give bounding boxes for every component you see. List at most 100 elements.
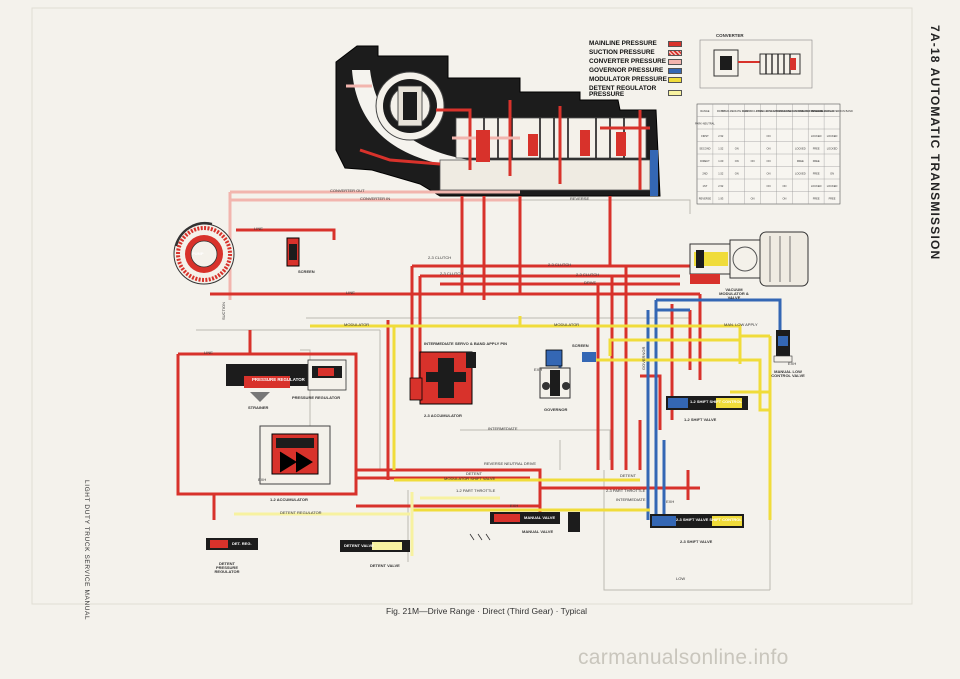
table-cell: FREE [797, 159, 804, 163]
table-cell: FREE [829, 196, 836, 200]
manual-low-control-valve [773, 330, 793, 363]
line-label-exh-b: EXH [534, 367, 543, 372]
line-label-suction: SUCTION [221, 302, 226, 320]
legend-swatch-modulator [668, 77, 682, 83]
shift-valve-2-3 [650, 514, 744, 528]
line-label-intermediate-a: INTERMEDIATE [488, 426, 518, 431]
table-cell: 1.52 [718, 171, 724, 175]
table-cell: PARK-NEUTRAL [695, 121, 715, 125]
intermediate-servo-label: INTERMEDIATE SERVO & BAND APPLY PIN [424, 341, 508, 346]
table-header-cell: INTER-MEDIATE OVERRUN BAND [811, 109, 853, 113]
table-cell: FREE [813, 146, 820, 150]
table-cell: ON [767, 134, 771, 138]
line-label-drive: DRIVE [584, 280, 597, 285]
accumulator-1-2 [259, 425, 331, 485]
table-header-cell: DIRECT CLUTCH [742, 109, 763, 113]
table-cell: LOCKED [827, 146, 838, 150]
legend-label-governor: GOVERNOR PRESSURE [589, 67, 664, 74]
shift-valve-1-2 [666, 396, 748, 410]
pressure-regulator [226, 359, 347, 402]
table-cell: ON [735, 146, 739, 150]
table-cell: LOCKED [795, 171, 806, 175]
figure-caption: Fig. 21M—Drive Range · Direct (Third Gea… [386, 606, 588, 616]
table-cell: ON [782, 196, 786, 200]
detent-valve-label: DETENT VALVE [370, 563, 400, 568]
line-label-intermediate-b: INTERMEDIATE [616, 497, 646, 502]
table-header-cell: LOW AND REVERSE CLUTCH [766, 109, 802, 113]
table-cell: ON [751, 196, 755, 200]
table-cell: LOCKED [827, 184, 838, 188]
page-header: 7A-18 AUTOMATIC TRANSMISSION [928, 25, 942, 261]
table-cell: ON [767, 184, 771, 188]
screen-filter [286, 237, 300, 267]
page-frame [31, 7, 913, 605]
table-cell: 2.52 [718, 134, 724, 138]
legend-label-mainline: MAINLINE PRESSURE [589, 40, 657, 47]
manual-valve-label: MANUAL VALVE [522, 529, 554, 534]
table-cell: ON [767, 159, 771, 163]
detent-valve [340, 540, 410, 552]
table-cell: SECOND [699, 146, 710, 150]
table-header-cell: FORWARD CLUTCH [756, 109, 781, 113]
pump-label: PUMP [192, 251, 204, 256]
converter-title: CONVERTER [716, 33, 744, 38]
vacuum-modulator [689, 231, 809, 287]
table-header-cell: LOW AND REVERSE ROLLER [798, 109, 834, 113]
line-label-converter-out: CONVERTER OUT [330, 188, 365, 193]
line-label-part-throttle-b: 2-3 PART THROTTLE [606, 488, 646, 493]
watermark: carmanualsonline.info [578, 646, 789, 669]
manual-low-control-label: MANUAL LOW CONTROL VALVE [771, 369, 805, 378]
pressure-regulator-label: PRESSURE REGULATOR [292, 395, 341, 400]
manual-valve-text: MANUAL VALVE [524, 515, 556, 520]
table-cell: ON [767, 146, 771, 150]
line-label-clutch-b: 2-3 CLUTCH [440, 271, 464, 276]
converter-inset [699, 39, 813, 89]
table-cell: 1.52 [718, 146, 724, 150]
line-label-detent-a: DETENT [466, 471, 482, 476]
table-cell: 1ST [703, 184, 708, 188]
table-cell: LOCKED [827, 134, 838, 138]
legend-swatch-suction [668, 50, 682, 56]
detent-regulator-text: DET. REG. [232, 541, 252, 546]
table-cell: DIRECT [700, 159, 710, 163]
table-cell: ON [735, 171, 739, 175]
accumulator-1-2-label: 1-2 ACCUMULATOR [270, 497, 308, 502]
table-cell: ON [751, 159, 755, 163]
transmission-case [335, 45, 661, 197]
table-cell: FIRST [701, 134, 709, 138]
line-label-exh-d: EXH [788, 361, 797, 366]
line-label-exh-c: EXH [510, 503, 519, 508]
manual-valve [490, 512, 580, 532]
legend-label-converter: CONVERTER PRESSURE [589, 58, 667, 65]
pressure-regulator-text: PRESSURE REGULATOR [252, 377, 305, 382]
valve-body-passages [469, 533, 491, 541]
line-label-exh-a: EXH [258, 477, 267, 482]
line-label-detent-regulator: DETENT REGULATOR [280, 510, 322, 515]
table-cell: 1.93 [718, 196, 724, 200]
line-label-low: LOW [676, 576, 686, 581]
table-cell: REVERSE [699, 196, 712, 200]
line-label-rev-neutral: REVERSE NEUTRAL DRIVE [484, 461, 537, 466]
shift-valve-1-2-text: 1-2 SHIFT SHIFT CONTROL [690, 399, 742, 404]
accumulator-2-3-label: 2-3 ACCUMULATOR [424, 413, 462, 418]
line-label-clutch-c: 2-3 CLUTCH [548, 262, 572, 267]
table-cell: ON [830, 171, 834, 175]
legend-swatch-detent-regulator [668, 90, 682, 96]
detent-lines [234, 492, 500, 556]
line-label-man-low-apply: MAN. LOW APPLY [724, 322, 758, 327]
table-cell: FREE [813, 171, 820, 175]
line-label-modulator-a: MODULATOR [344, 322, 370, 327]
governor-lines [558, 298, 782, 520]
vacuum-modulator-label: VACUUM MODULATOR & VALVE [719, 287, 749, 300]
line-label-line-c: LINE [204, 350, 213, 355]
detent-valve-text: DETENT VALVE [344, 543, 374, 548]
table-header-cell: INTER-MEDIATE CLUTCH [721, 109, 752, 113]
shift-valve-1-2-label: 1-2 SHIFT VALVE [684, 417, 717, 422]
shift-valve-2-3-text: 2-3 SHIFT VALVE SHIFT CONTROL [676, 517, 742, 522]
table-cell: FREE [813, 159, 820, 163]
legend-label-suction: SUCTION PRESSURE [589, 49, 655, 56]
table-cell: FREE [813, 196, 820, 200]
table-cell: ON [735, 159, 739, 163]
